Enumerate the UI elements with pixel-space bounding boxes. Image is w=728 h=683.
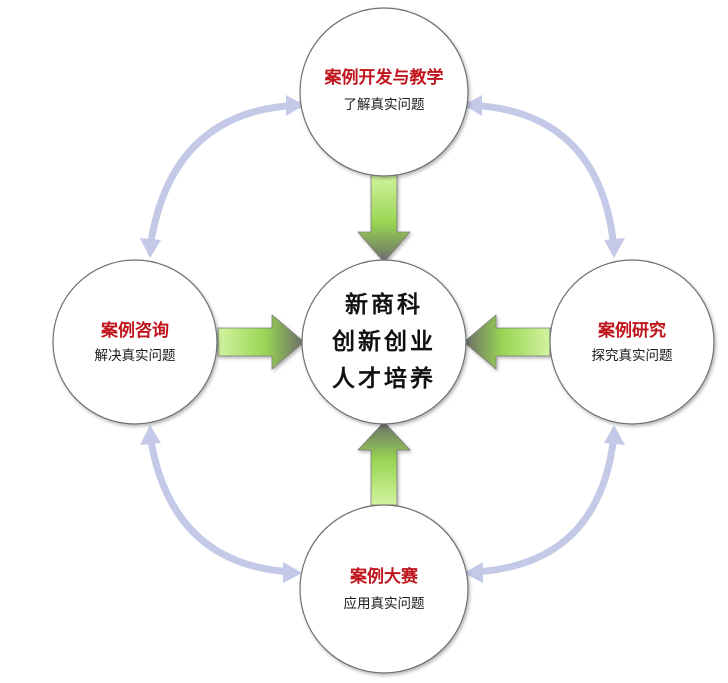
node-right-subtitle: 探究真实问题 (592, 348, 673, 364)
flow-arrow-top-down (357, 174, 411, 263)
node-bottom-circle (299, 504, 469, 674)
center-line-2: 创新创业 (331, 328, 436, 355)
node-right: 案例研究 探究真实问题 (549, 259, 715, 425)
flow-arrow-bottom-up (357, 421, 411, 506)
node-left: 案例咨询 解决真实问题 (52, 259, 218, 425)
node-left-title: 案例咨询 (100, 320, 169, 341)
flow-arrow-left-right (217, 314, 305, 370)
cycle-arrow-top-right (464, 95, 625, 258)
node-top-title: 案例开发与教学 (324, 67, 444, 88)
node-right-circle (549, 259, 715, 425)
cycle-arrow-bottom-right (464, 425, 625, 583)
flow-arrows (217, 174, 551, 506)
flow-arrow-right-left (463, 314, 551, 370)
node-right-title: 案例研究 (597, 320, 666, 341)
node-center-circle (301, 259, 467, 425)
cycle-arrows (140, 95, 625, 583)
node-left-subtitle: 解决真实问题 (95, 348, 176, 364)
cycle-arrow-bottom-left (140, 425, 302, 583)
cycle-arrow-top-left (140, 95, 304, 258)
node-center: 新商科 创新创业 人才培养 (301, 259, 467, 425)
node-bottom-subtitle: 应用真实问题 (344, 595, 425, 612)
node-top-subtitle: 了解真实问题 (344, 97, 425, 113)
node-top: 案例开发与教学 了解真实问题 (299, 7, 469, 177)
center-line-3: 人才培养 (332, 365, 436, 392)
node-bottom: 案例大赛 应用真实问题 (299, 504, 469, 674)
node-left-circle (52, 259, 218, 425)
center-line-1: 新商科 (345, 291, 423, 318)
node-bottom-title: 案例大赛 (349, 566, 419, 587)
node-top-circle (299, 7, 469, 177)
